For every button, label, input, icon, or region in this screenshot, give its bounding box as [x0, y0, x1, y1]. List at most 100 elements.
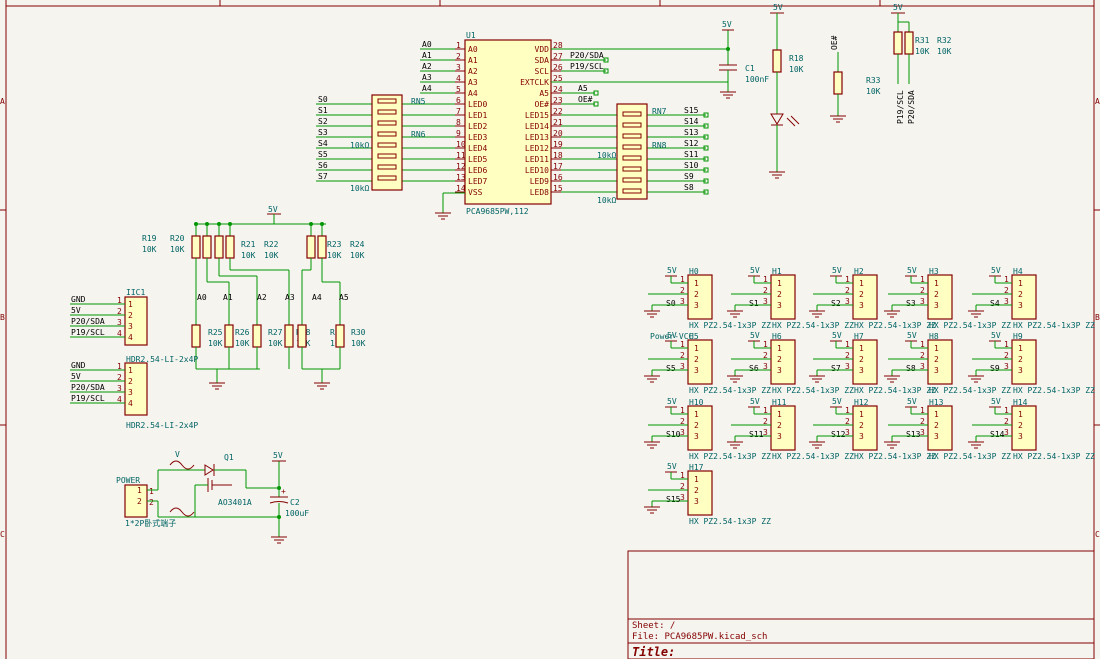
- net-label-A1: A1: [422, 51, 432, 60]
- pullup-r22[interactable]: [225, 235, 235, 259]
- servo-body-h10[interactable]: [687, 405, 713, 451]
- svg-text:3: 3: [763, 362, 768, 371]
- u1-pin-name-3: A2: [468, 67, 478, 76]
- r32-ref: R32: [937, 36, 952, 45]
- servo-body-h4[interactable]: [1011, 274, 1037, 320]
- svg-text:1: 1: [694, 410, 699, 419]
- svg-text:1: 1: [934, 410, 939, 419]
- pulldown-r28[interactable]: [284, 324, 294, 348]
- svg-text:4: 4: [128, 399, 133, 408]
- servo-body-h0[interactable]: [687, 274, 713, 320]
- svg-text:2: 2: [934, 290, 939, 299]
- pullup-r21[interactable]: [214, 235, 224, 259]
- svg-text:1: 1: [845, 340, 850, 349]
- svg-text:1: 1: [934, 279, 939, 288]
- r32-val: 10K: [937, 47, 952, 56]
- servo-body-h3[interactable]: [927, 274, 953, 320]
- pullup-r23[interactable]: [306, 235, 316, 259]
- servo-ref-h6: H6: [772, 332, 782, 341]
- servo-ref-h2: H2: [854, 267, 864, 276]
- svg-text:3: 3: [680, 362, 685, 371]
- pulldown-r26[interactable]: [224, 324, 234, 348]
- sheet-label: Sheet: /: [632, 621, 675, 631]
- servo-body-h13[interactable]: [927, 405, 953, 451]
- u1-pin-name-2: A1: [468, 56, 478, 65]
- u1-pin-name-21: LED14: [525, 122, 549, 131]
- servo-body-h2[interactable]: [852, 274, 878, 320]
- servo-body-h7[interactable]: [852, 339, 878, 385]
- servo-body-h14[interactable]: [1011, 405, 1037, 451]
- svg-text:3: 3: [859, 301, 864, 310]
- servo-ref-h14: H14: [1013, 398, 1028, 407]
- pulldown-r29[interactable]: [297, 324, 307, 348]
- u1-vss-ground: [435, 192, 465, 220]
- servo-body-h5[interactable]: [687, 339, 713, 385]
- iic1-body[interactable]: [124, 296, 148, 346]
- svg-text:1: 1: [128, 300, 133, 309]
- servo-body-h1[interactable]: [770, 274, 796, 320]
- u1-pin-num-16: 16: [553, 173, 563, 182]
- servo-body-h8[interactable]: [927, 339, 953, 385]
- pullup-r24[interactable]: [317, 235, 327, 259]
- r32-body[interactable]: [904, 31, 914, 55]
- power-5v-label: 5V: [273, 451, 283, 460]
- net-label-P19-SCL: P19/SCL: [570, 62, 604, 71]
- servo-vcc-h7: 5V: [832, 331, 842, 340]
- u1-pin-num-12: 12: [456, 162, 466, 171]
- u1-pin-name-5: A4: [468, 89, 478, 98]
- svg-text:2: 2: [934, 355, 939, 364]
- u1-body[interactable]: [464, 39, 552, 205]
- svg-text:3: 3: [680, 297, 685, 306]
- servo-value-h2: HX PZ2.54-1x3P ZZ: [854, 321, 936, 330]
- resistor-networks: RN5 RN6 10kΩ 10kΩ RN7 RN8 10kΩ 10kΩ: [350, 94, 667, 205]
- svg-text:1: 1: [859, 344, 864, 353]
- pulldown-ref-5: R30: [351, 328, 366, 337]
- r31-body[interactable]: [893, 31, 903, 55]
- pullup-r20[interactable]: [202, 235, 212, 259]
- svg-text:1: 1: [680, 471, 685, 480]
- svg-text:2: 2: [117, 373, 122, 382]
- servo-body-h17[interactable]: [687, 470, 713, 516]
- u1-pin-num-8: 8: [456, 118, 461, 127]
- servo-body-h12[interactable]: [852, 405, 878, 451]
- servo-value-h8: HX PZ2.54-1x3P ZZ: [929, 386, 1011, 395]
- pullup-val-1: 10K: [170, 245, 185, 254]
- servo-body-h11[interactable]: [770, 405, 796, 451]
- addr-net-A1: A1: [223, 293, 233, 302]
- pulldown-r30[interactable]: [335, 324, 345, 348]
- rn7-rn8-body[interactable]: [616, 103, 648, 200]
- svg-text:1: 1: [117, 362, 122, 371]
- servo-net-s6: S6: [749, 364, 759, 373]
- svg-text:2: 2: [920, 417, 925, 426]
- svg-text:3: 3: [777, 366, 782, 375]
- iic2-body[interactable]: [124, 362, 148, 416]
- svg-text:4: 4: [117, 329, 122, 338]
- title-block: Sheet: / File: PCA9685PW.kicad_sch Title…: [627, 550, 1095, 659]
- svg-text:3: 3: [763, 428, 768, 437]
- svg-text:1: 1: [920, 406, 925, 415]
- pulldown-r27[interactable]: [252, 324, 262, 348]
- pullup-r19[interactable]: [191, 235, 201, 259]
- svg-text:1: 1: [934, 344, 939, 353]
- servo-value-h17: HX PZ2.54-1x3P ZZ: [689, 517, 771, 526]
- net-label-A4: A4: [422, 84, 432, 93]
- servo-body-h6[interactable]: [770, 339, 796, 385]
- svg-text:1: 1: [777, 410, 782, 419]
- power-conn-body[interactable]: [124, 484, 148, 518]
- servo-body-h9[interactable]: [1011, 339, 1037, 385]
- addr-net-A4: A4: [312, 293, 322, 302]
- net-label-S12: S12: [684, 139, 699, 148]
- r33-body[interactable]: [833, 71, 843, 95]
- svg-text:2: 2: [149, 498, 154, 507]
- addr-net-A3: A3: [285, 293, 295, 302]
- svg-text:3: 3: [920, 297, 925, 306]
- svg-text:2: 2: [128, 311, 133, 320]
- r18-body[interactable]: [772, 49, 782, 73]
- servo-ref-h5: H5: [689, 332, 699, 341]
- rn5-val: 10kΩ: [350, 141, 369, 150]
- pullup-ref-2: R21: [241, 240, 256, 249]
- pulldown-r25[interactable]: [191, 324, 201, 348]
